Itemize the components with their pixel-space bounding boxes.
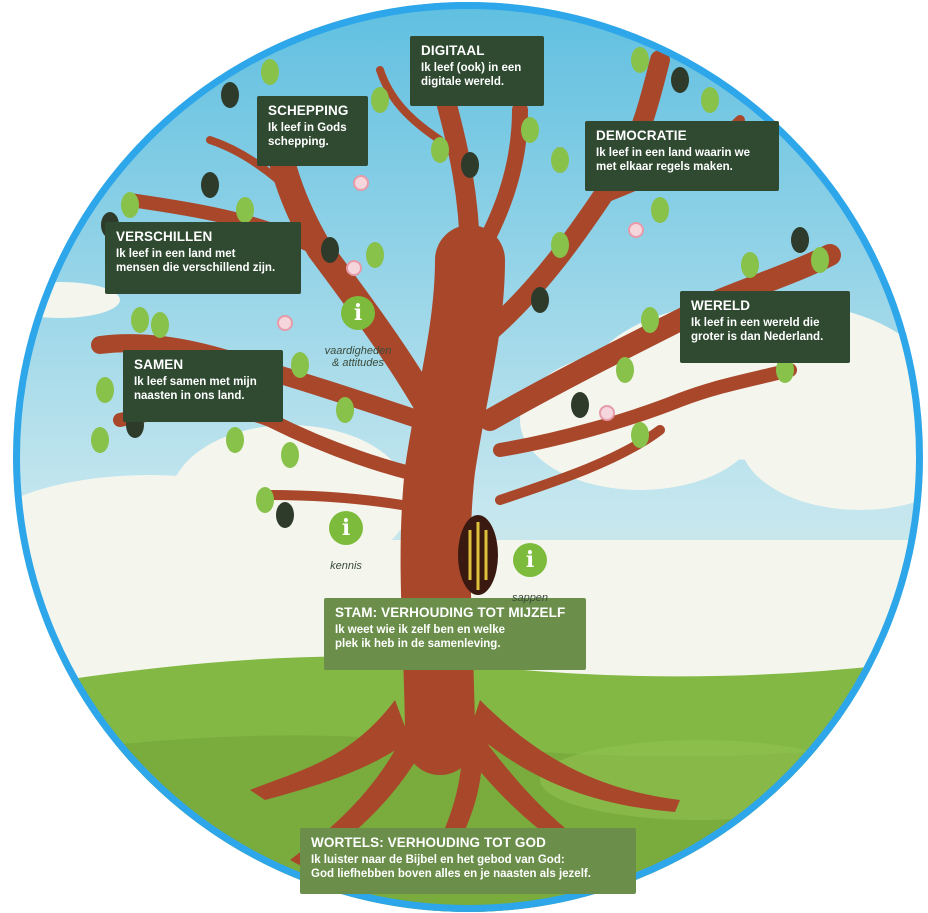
label-text: Ik luister naar de Bijbel en het gebod v…	[311, 854, 591, 880]
label-verschillen: VERSCHILLEN Ik leef in een land met mens…	[105, 222, 301, 294]
info-sappen[interactable]: i sappen	[500, 531, 560, 604]
info-caption: kennis	[330, 560, 362, 572]
label-text: Ik weet wie ik zelf ben en welke plek ik…	[335, 624, 506, 650]
info-caption: sappen	[511, 592, 549, 604]
label-schepping: SCHEPPING Ik leef in Gods schepping.	[257, 96, 368, 166]
label-title: SCHEPPING	[268, 103, 349, 118]
label-title: SAMEN	[134, 357, 184, 372]
label-wereld: WERELD Ik leef in een wereld die groter …	[680, 291, 850, 363]
label-text: Ik leef in een wereld die groter is dan …	[691, 317, 824, 343]
label-title: STAM: VERHOUDING TOT MIJZELF	[335, 605, 566, 620]
label-text: Ik leef samen met mijn naasten in ons la…	[134, 376, 257, 402]
label-text: Ik leef (ook) in een digitale wereld.	[421, 62, 522, 88]
info-icon: i	[341, 296, 375, 330]
info-icon: i	[329, 511, 363, 545]
tree-scene	[13, 2, 923, 912]
label-wortels: WORTELS: VERHOUDING TOT GOD Ik luister n…	[300, 828, 636, 894]
label-title: DEMOCRATIE	[596, 128, 687, 143]
label-title: WERELD	[691, 298, 751, 313]
label-democratie: DEMOCRATIE Ik leef in een land waarin we…	[585, 121, 779, 191]
label-digitaal: DIGITAAL Ik leef (ook) in een digitale w…	[410, 36, 544, 106]
tree-leaves	[91, 47, 829, 528]
label-text: Ik leef in een land waarin we met elkaar…	[596, 147, 751, 173]
label-stam: STAM: VERHOUDING TOT MIJZELF Ik weet wie…	[324, 598, 586, 670]
tree-illustration-circle	[13, 2, 923, 912]
label-text: Ik leef in een land met mensen die versc…	[116, 248, 276, 274]
label-title: VERSCHILLEN	[116, 229, 213, 244]
info-kennis[interactable]: i kennis	[316, 499, 376, 572]
info-caption: vaardigheden & attitudes	[324, 345, 392, 369]
label-samen: SAMEN Ik leef samen met mijn naasten in …	[123, 350, 283, 422]
info-vaardigheden[interactable]: i vaardigheden & attitudes	[313, 284, 403, 369]
tree-blossoms	[277, 175, 644, 421]
trunk-sap-lines	[468, 522, 488, 590]
label-title: DIGITAAL	[421, 43, 485, 58]
label-text: Ik leef in Gods schepping.	[268, 122, 347, 148]
clouds	[13, 282, 923, 680]
info-icon: i	[513, 543, 547, 577]
label-title: WORTELS: VERHOUDING TOT GOD	[311, 835, 546, 850]
